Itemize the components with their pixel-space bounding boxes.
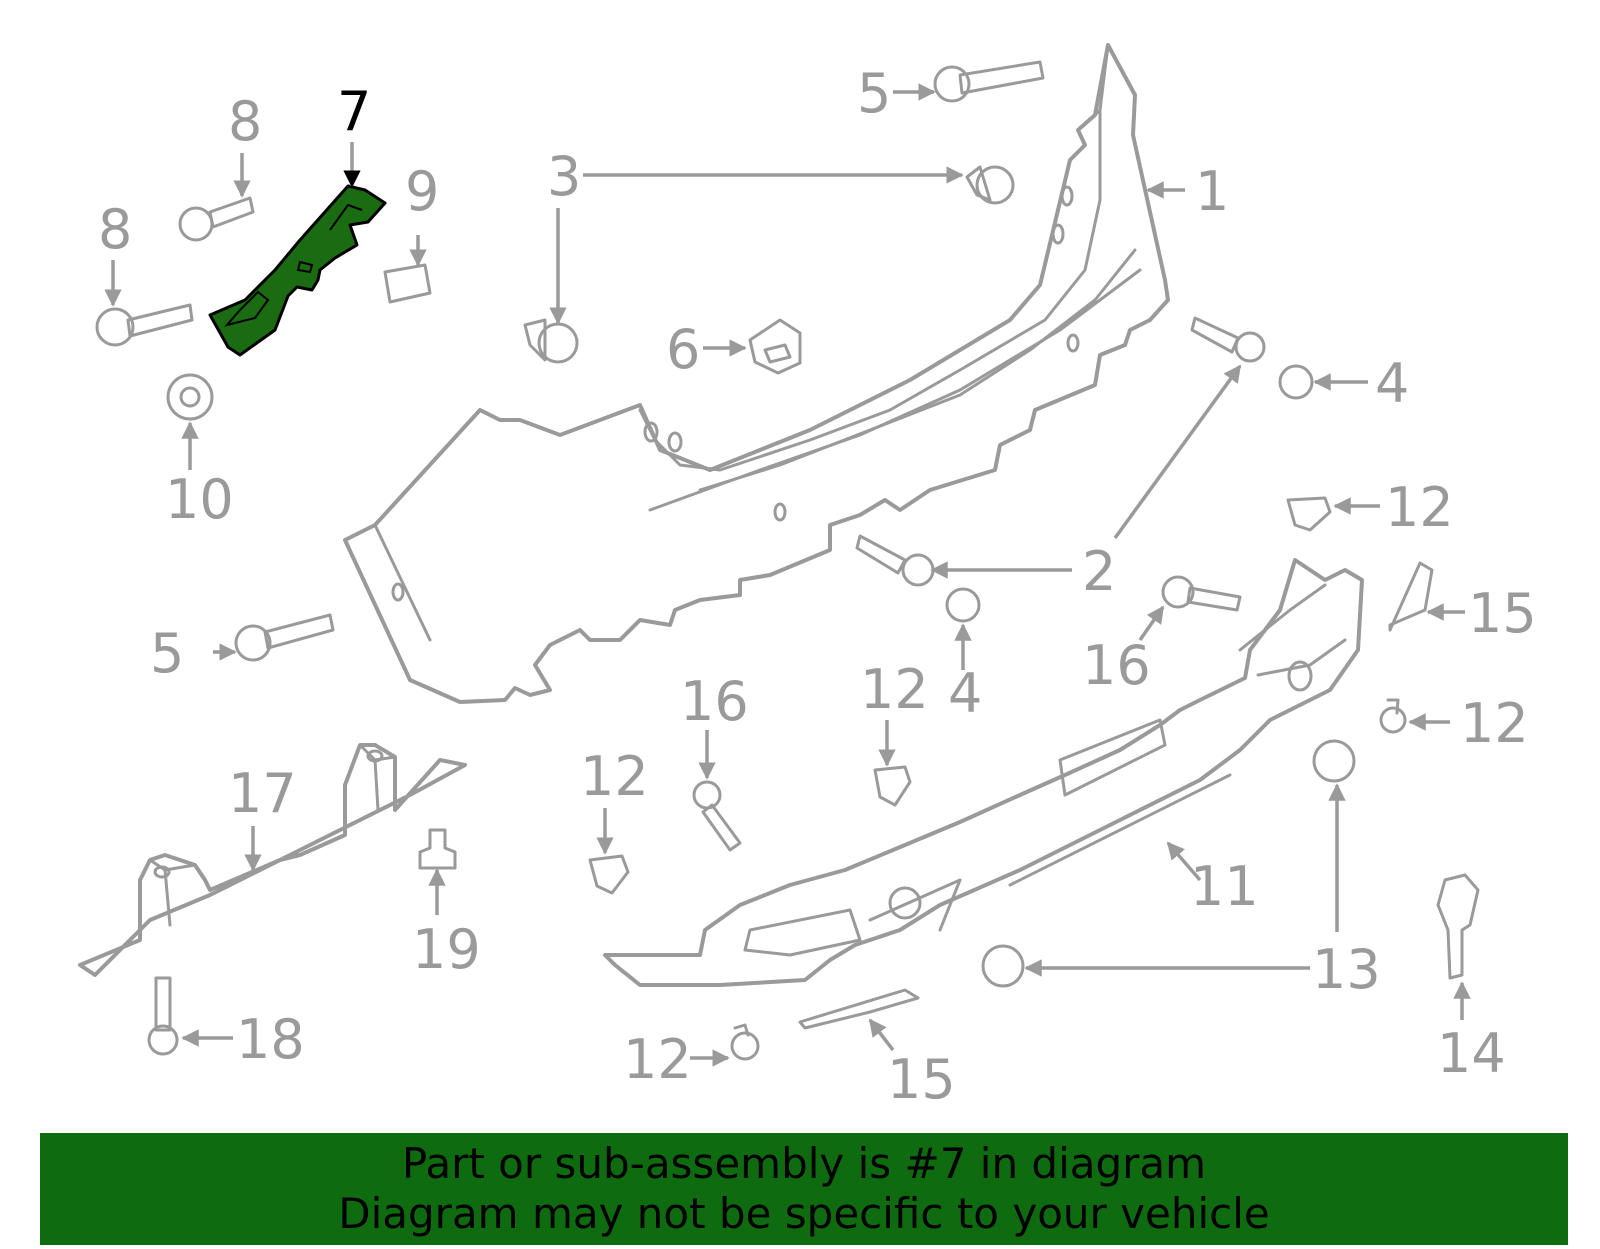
label-19: 19 (412, 918, 481, 981)
clip-12-c-icon (588, 854, 630, 895)
label-12-c: 12 (580, 745, 649, 808)
nut-4-bottom-icon (945, 587, 981, 623)
label-8-left: 8 (98, 198, 132, 261)
label-18: 18 (236, 1008, 305, 1071)
label-12-b: 12 (860, 658, 929, 721)
label-2: 2 (1082, 540, 1116, 603)
clip-12-b-icon (873, 765, 912, 807)
label-4-bottom: 4 (948, 662, 982, 725)
label-3: 3 (547, 145, 581, 208)
lower-bracket-part-17 (78, 743, 467, 977)
clip-12-a-icon (1286, 496, 1332, 532)
info-banner: Part or sub-assembly is #7 in diagram Di… (40, 1133, 1568, 1245)
bolt-16-bottom-icon (692, 780, 742, 852)
label-16-bottom: 16 (680, 670, 749, 733)
label-8-top: 8 (228, 90, 262, 153)
label-11: 11 (1190, 855, 1259, 918)
label-4-right: 4 (1375, 352, 1409, 415)
screw-2-bottom-icon (855, 534, 935, 587)
clip-12-e-icon (730, 1023, 760, 1061)
clip-12-d-icon (1379, 698, 1407, 734)
label-16-right: 16 (1082, 634, 1151, 697)
pad-9-icon (383, 263, 432, 304)
screw-2-top-icon (1190, 316, 1266, 363)
label-15-bottom: 15 (887, 1048, 956, 1111)
label-12-e: 12 (623, 1028, 692, 1091)
bolt-5-left-icon (234, 613, 335, 662)
banner-line-2: Diagram may not be specific to your vehi… (338, 1189, 1270, 1238)
banner-line-1: Part or sub-assembly is #7 in diagram (401, 1139, 1207, 1188)
grommet-13-b-icon (981, 944, 1025, 988)
label-9: 9 (405, 160, 439, 223)
pad-15-top-icon (1388, 561, 1434, 632)
bolt-5-top-icon (933, 60, 1045, 103)
label-6: 6 (666, 318, 700, 381)
bracket-part-7-highlighted (208, 184, 387, 357)
label-17: 17 (228, 762, 297, 825)
callout-labels: 1 2 3 4 4 5 5 6 7 8 8 9 10 11 12 12 12 1… (98, 62, 1537, 1111)
label-5-top: 5 (857, 62, 891, 125)
label-15-top: 15 (1468, 582, 1537, 645)
label-5-left: 5 (150, 622, 184, 685)
bolt-8-top-icon (178, 196, 255, 242)
sensor-14-icon (1436, 873, 1480, 980)
label-12-a: 12 (1385, 476, 1454, 539)
clip-3-top-icon (965, 165, 1015, 205)
clip-6-icon (748, 318, 802, 375)
lower-valance-part (603, 558, 1364, 987)
clip-3-bottom-icon (523, 318, 579, 364)
label-7-highlighted: 7 (337, 80, 371, 143)
bolt-16-right-icon (1161, 575, 1242, 612)
label-13: 13 (1312, 938, 1381, 1001)
bolt-8-mid-icon (95, 303, 194, 347)
pin-19-icon (418, 828, 457, 870)
pad-15-bottom-icon (798, 988, 920, 1030)
bolt-18-icon (147, 976, 179, 1056)
grommet-13-a-icon (1312, 739, 1356, 783)
label-10: 10 (165, 468, 234, 531)
bumper-cover-part (343, 43, 1170, 704)
label-12-d: 12 (1460, 692, 1529, 755)
nut-4-right-icon (1278, 364, 1314, 400)
fasteners (95, 60, 1480, 1061)
nut-10-icon (166, 373, 214, 421)
label-1: 1 (1195, 160, 1229, 223)
label-14: 14 (1437, 1022, 1506, 1085)
leader-arrows (104, 83, 1471, 1067)
